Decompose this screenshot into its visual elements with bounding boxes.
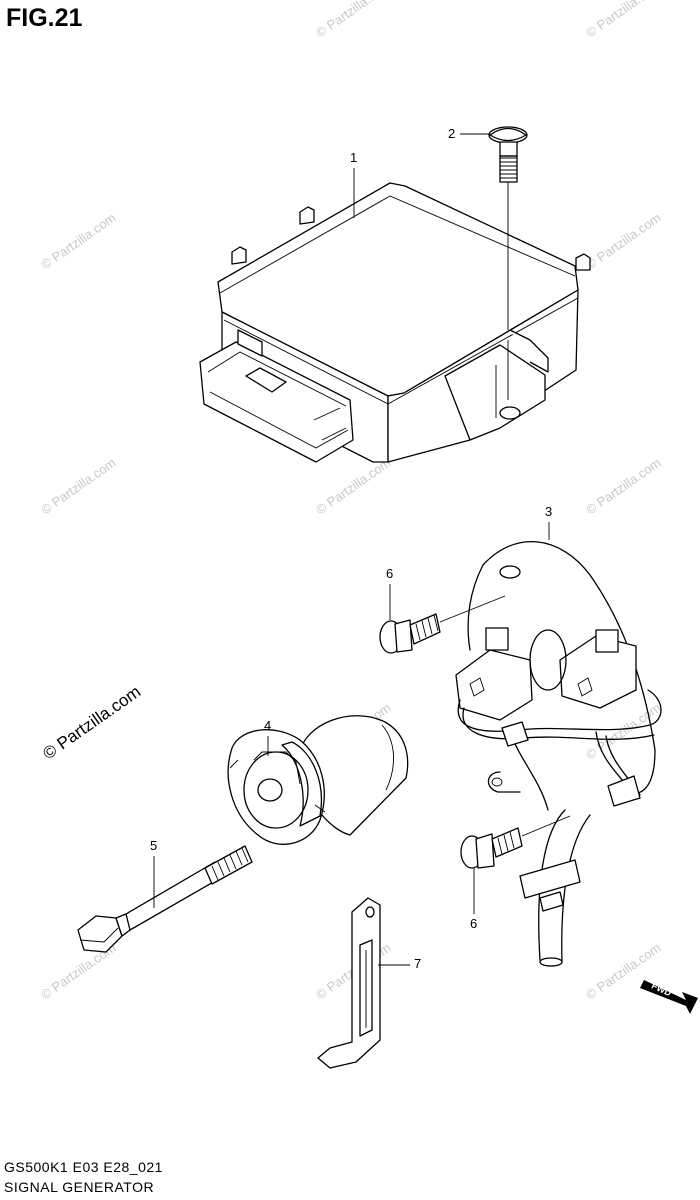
part-4-rotor <box>227 715 409 845</box>
watermark: © Partzilla.com <box>583 455 663 518</box>
part-2-screw <box>488 126 528 400</box>
watermark: © Partzilla.com <box>313 0 393 40</box>
part-6-screw-upper <box>379 595 506 654</box>
part-5-bolt <box>77 845 253 953</box>
watermark: © Partzilla.com <box>583 210 663 273</box>
callout-5: 5 <box>150 838 157 853</box>
callouts: 1 2 3 4 5 6 6 7 <box>150 126 552 971</box>
watermark: © Partzilla.com <box>583 940 663 1003</box>
watermark: © Partzilla.com <box>38 455 118 518</box>
fwd-arrow-icon: FWD <box>640 980 698 1014</box>
figure-title: FIG.21 <box>6 4 83 32</box>
callout-6-lower: 6 <box>470 916 477 931</box>
callout-3: 3 <box>545 504 552 519</box>
part-1-module <box>199 182 591 463</box>
part-7-bracket <box>317 897 381 1069</box>
callout-1: 1 <box>350 150 357 165</box>
callout-2: 2 <box>448 126 455 141</box>
diagram-name: SIGNAL GENERATOR <box>4 1179 155 1195</box>
part-6-screw-lower <box>460 815 571 869</box>
watermark: © Partzilla.com <box>583 0 663 40</box>
callout-6-upper: 6 <box>386 566 393 581</box>
callout-7: 7 <box>414 956 421 971</box>
part-3-stator-plate <box>455 541 662 967</box>
watermark: © Partzilla.com <box>38 210 118 273</box>
watermark: © Partzilla.com <box>313 455 393 518</box>
callout-4: 4 <box>264 718 271 733</box>
diagram-code: GS500K1 E03 E28_021 <box>4 1159 163 1175</box>
watermark-featured: © Partzilla.com <box>39 682 144 763</box>
